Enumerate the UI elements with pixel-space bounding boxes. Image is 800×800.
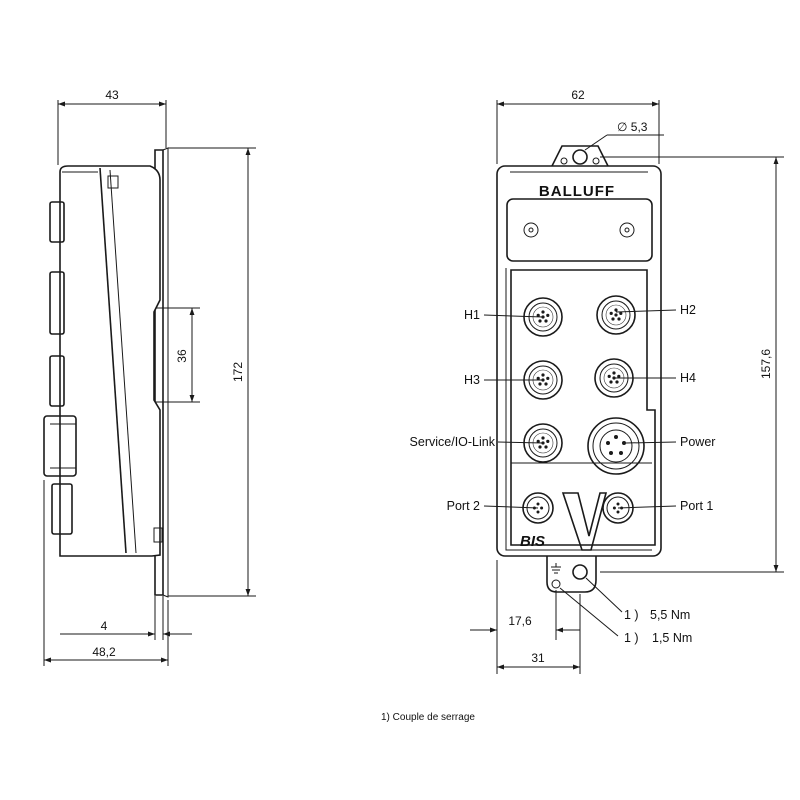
torque-2-ref: 1 ): [624, 631, 639, 645]
footnote: 1) Couple de serrage: [381, 712, 475, 723]
dim-side-slot: 36: [175, 349, 189, 363]
dim-front-offset-ground: 31: [531, 651, 545, 665]
dim-front-width: 62: [571, 88, 585, 102]
bottom-mount-ear: [546, 554, 597, 593]
side-view: [43, 147, 169, 598]
brand-logo: BALLUFF: [539, 183, 615, 200]
dim-side-flange: 4: [101, 619, 108, 633]
port-labels: H1 H2 H3 H4 Service/IO-Link Power Port 2…: [410, 303, 716, 513]
label-h1: H1: [464, 308, 480, 322]
label-port1: Port 1: [680, 499, 713, 513]
ground-screw: [551, 579, 561, 589]
bottom-mount-hole: [572, 564, 588, 580]
dim-side-depth: 43: [105, 88, 119, 102]
bis-logo: BIS: [520, 533, 545, 550]
label-h3: H3: [464, 373, 480, 387]
dim-side-height: 172: [231, 362, 245, 382]
dim-front-height: 157,6: [759, 349, 773, 379]
v-logo: [561, 492, 608, 551]
connector-power: [587, 417, 645, 475]
top-mount-ear: [551, 145, 609, 167]
torque-1-ref: 1 ): [624, 608, 639, 622]
dim-side-total-depth: 48,2: [92, 645, 116, 659]
side-dims: 43 172 36 4 48,2: [43, 88, 256, 666]
dim-front-offset-port: 17,6: [508, 614, 532, 628]
side-housing: [59, 165, 161, 557]
top-mount-hole: [572, 149, 588, 165]
label-service: Service/IO-Link: [410, 435, 496, 449]
ground-icon: [551, 563, 561, 574]
torque-2-value: 1,5 Nm: [652, 631, 692, 645]
dim-hole-diameter: ∅ 5,3: [617, 120, 648, 134]
label-power: Power: [680, 435, 715, 449]
front-view: BALLUFF BIS: [496, 145, 662, 593]
front-dims: 62 ∅ 5,3 157,6 17,6 31: [470, 88, 784, 674]
label-port2: Port 2: [447, 499, 480, 513]
torque-1-value: 5,5 Nm: [650, 608, 690, 622]
torque-callouts: 1 ) 5,5 Nm 1 ) 1,5 Nm: [559, 577, 692, 645]
label-h4: H4: [680, 371, 696, 385]
label-h2: H2: [680, 303, 696, 317]
front-housing: [496, 165, 662, 557]
label-plate: [506, 198, 653, 262]
port-panel: [510, 269, 656, 546]
